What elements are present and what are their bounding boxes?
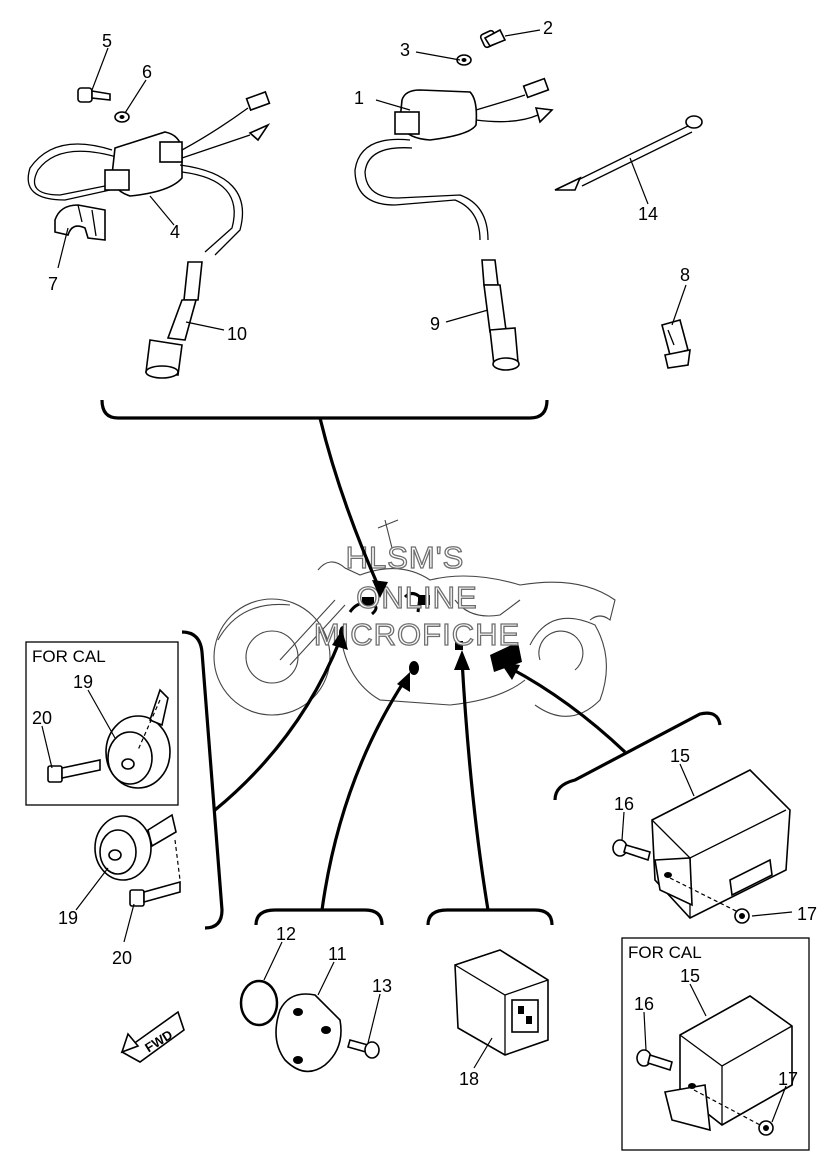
callout-1: 1 [354, 88, 364, 108]
cdi-group-leader [509, 666, 627, 754]
callout-20-cal: 20 [32, 708, 52, 728]
callout-6: 6 [142, 62, 152, 82]
watermark-line-1: HLSM'S [346, 540, 465, 575]
horn-19-cal [105, 688, 171, 789]
callout-19-cal: 19 [73, 672, 93, 692]
callout-17-cal: 17 [778, 1069, 798, 1089]
callout-numbers: 1 2 3 4 5 6 7 8 9 10 11 12 13 14 15 15 1… [32, 18, 817, 1089]
washer-6 [114, 111, 130, 123]
callout-14: 14 [638, 204, 658, 224]
top-group-leader [318, 417, 382, 591]
lead-wire-14 [554, 115, 703, 191]
washer-3 [456, 54, 472, 66]
callout-5: 5 [102, 31, 112, 51]
callout-4: 4 [170, 222, 180, 242]
watermark-line-3: MICROFICHE [314, 617, 520, 652]
horn-cal-inset-frame [25, 641, 179, 806]
callout-16-cal: 16 [634, 994, 654, 1014]
callout-9: 9 [430, 314, 440, 334]
clip-8 [661, 319, 691, 369]
fwd-arrow: FWD [120, 1010, 185, 1063]
cover-11 [275, 993, 342, 1073]
bottom-right-leader [460, 659, 490, 911]
o-ring-12 [239, 979, 279, 1027]
callout-19: 19 [58, 908, 78, 928]
callout-8: 8 [680, 265, 690, 285]
relay-18 [454, 949, 549, 1056]
callout-15: 15 [670, 746, 690, 766]
callout-3: 3 [400, 40, 410, 60]
callout-7: 7 [48, 274, 58, 294]
bottom-right-bracket [426, 908, 554, 926]
bolt-20 [129, 880, 181, 907]
callout-12: 12 [276, 924, 296, 944]
cdi-cal-inset-frame [621, 937, 810, 1151]
clamp-7 [54, 204, 106, 241]
callout-16: 16 [614, 794, 634, 814]
callout-13: 13 [372, 976, 392, 996]
callout-15-cal: 15 [680, 966, 700, 986]
callout-2: 2 [543, 18, 553, 38]
watermark: HLSM'S ONLINE MICROFICHE [313, 539, 520, 652]
callout-leaders [41, 29, 793, 1123]
motorcycle-outline [213, 519, 616, 717]
screw-16-cal [636, 1049, 673, 1072]
cdi-unit-15-cal [664, 995, 793, 1132]
horn-cal-inset-title: FOR CAL [32, 647, 106, 666]
bolt-5 [77, 87, 111, 103]
screw-16 [612, 839, 651, 862]
cdi-group-bracket [553, 711, 722, 801]
screw-13 [347, 1039, 380, 1059]
collar-17 [734, 908, 750, 924]
callout-18: 18 [459, 1069, 479, 1089]
plug-cap-10 [145, 261, 203, 379]
callout-11: 11 [328, 944, 347, 964]
bottom-left-leader [320, 679, 407, 911]
ignition-coil-4 [27, 90, 271, 256]
bolt-20-cal [47, 759, 101, 783]
cdi-cal-inset-title: FOR CAL [628, 943, 702, 962]
cdi-unit-15 [651, 769, 791, 919]
watermark-line-2: ONLINE [356, 580, 477, 615]
plug-cap-9 [481, 259, 520, 371]
horn-group-leader [213, 639, 342, 812]
screw-2 [479, 28, 507, 49]
collar-17-cal [758, 1120, 774, 1136]
callout-20: 20 [112, 948, 132, 968]
bottom-left-bracket [254, 908, 384, 926]
callout-10: 10 [227, 324, 247, 344]
horn-group-bracket [181, 630, 224, 930]
top-group-bracket [100, 399, 549, 420]
callout-17: 17 [797, 904, 817, 924]
horn-19 [94, 813, 181, 881]
ignition-coil-1 [354, 77, 554, 241]
